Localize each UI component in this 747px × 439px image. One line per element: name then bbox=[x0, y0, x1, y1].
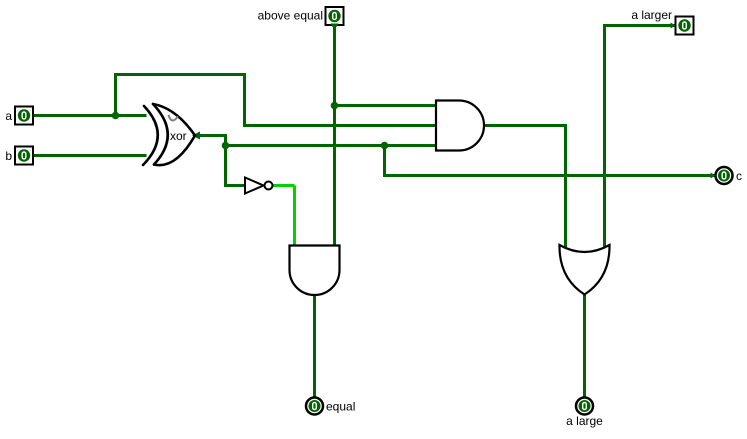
svg-text:b: b bbox=[5, 149, 12, 163]
svg-text:xor: xor bbox=[170, 129, 187, 143]
svg-text:above equal: above equal bbox=[258, 9, 323, 23]
svg-text:c: c bbox=[736, 169, 742, 183]
svg-text:a: a bbox=[5, 109, 12, 123]
svg-text:a larger: a larger bbox=[631, 8, 672, 22]
svg-text:a large: a large bbox=[566, 414, 603, 428]
svg-text:equal: equal bbox=[326, 400, 355, 414]
